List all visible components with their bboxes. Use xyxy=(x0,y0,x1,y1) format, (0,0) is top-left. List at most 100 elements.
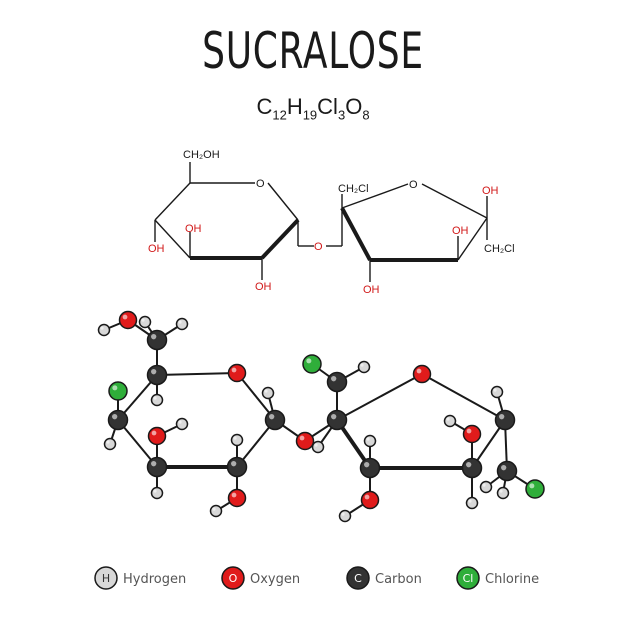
carbon-atom xyxy=(359,457,381,479)
hydrogen-atom xyxy=(150,393,164,407)
atom-highlight xyxy=(314,443,318,447)
oxygen-atom xyxy=(227,363,247,383)
atom-highlight xyxy=(364,494,370,500)
atom-highlight xyxy=(360,363,364,367)
atom-highlight xyxy=(264,389,268,393)
carbon-atom xyxy=(494,409,516,431)
model-atoms xyxy=(97,310,545,523)
legend-swatch-hydrogen xyxy=(94,566,118,590)
atom-highlight xyxy=(151,461,157,467)
atom-highlight xyxy=(151,369,157,375)
formula-subscript: 3 xyxy=(337,107,346,123)
bond xyxy=(421,373,506,421)
formula-element: O xyxy=(345,94,363,119)
atom-highlight xyxy=(233,436,237,440)
atom-highlight xyxy=(446,417,450,421)
label-oh-right-top: OH xyxy=(482,185,499,197)
atom-highlight xyxy=(231,461,237,467)
hydrogen-atom xyxy=(175,417,189,431)
atom-highlight xyxy=(306,358,312,364)
formula-element: C xyxy=(256,94,273,119)
carbon-atom xyxy=(461,457,483,479)
chlorine-atom xyxy=(302,354,322,374)
atom-highlight xyxy=(178,420,182,424)
atom-highlight xyxy=(112,414,118,420)
legend-label-chlorine: Chlorine xyxy=(485,572,539,587)
atom-highlight xyxy=(501,465,507,471)
chlorine-atom xyxy=(525,479,545,499)
legend-swatch-carbon xyxy=(346,566,370,590)
atom-highlight xyxy=(141,318,145,322)
carbon-atom xyxy=(326,409,348,431)
label-oh-right-mid: OH xyxy=(452,225,469,237)
oxygen-atom xyxy=(360,490,380,510)
legend-swatch-chlorine xyxy=(456,566,480,590)
label-oh-bottom-left: OH xyxy=(255,281,272,293)
hydrogen-atom xyxy=(311,440,325,454)
atom-highlight xyxy=(499,489,503,493)
carbon-atom xyxy=(146,364,168,386)
legend-label-oxygen: Oxygen xyxy=(250,572,300,587)
hydrogen-atom xyxy=(443,414,457,428)
formula-subscript: 19 xyxy=(302,107,318,123)
label-ring-oxygen-right: O xyxy=(409,179,418,191)
hydrogen-atom xyxy=(103,437,117,451)
hydrogen-atom xyxy=(363,434,377,448)
hydrogen-atom xyxy=(230,433,244,447)
label-oh-mid: OH xyxy=(185,223,202,235)
atom-highlight xyxy=(331,376,337,382)
atom-highlight xyxy=(153,396,157,400)
carbon-atom xyxy=(146,456,168,478)
hydrogen-atom xyxy=(357,360,371,374)
label-bridge-oxygen: O xyxy=(314,241,323,253)
legend-label-carbon: Carbon xyxy=(375,572,422,587)
atom-highlight xyxy=(466,428,472,434)
hydrogen-atom xyxy=(150,486,164,500)
carbon-atom xyxy=(226,456,248,478)
legend-symbol: Cl xyxy=(463,572,474,585)
atom-highlight xyxy=(493,388,497,392)
label-ch2cl-right: CH₂Cl xyxy=(484,243,515,255)
molecule-title: SUCRALOSE xyxy=(202,22,424,80)
hydrogen-atom xyxy=(97,323,111,337)
atom-highlight xyxy=(416,368,422,374)
carbon-atom xyxy=(326,371,348,393)
atom-highlight xyxy=(366,437,370,441)
formula-element: H xyxy=(286,94,303,119)
hydrogen-atom xyxy=(209,504,223,518)
ball-and-stick-model xyxy=(97,310,545,523)
atom-highlight xyxy=(269,414,275,420)
hydrogen-atom xyxy=(175,317,189,331)
hydrogen-atom xyxy=(465,496,479,510)
atom-highlight xyxy=(331,414,337,420)
atom-highlight xyxy=(151,430,157,436)
hydrogen-atom xyxy=(490,385,504,399)
atom-highlight xyxy=(231,367,237,373)
atom-highlight xyxy=(153,489,157,493)
atom-highlight xyxy=(468,499,472,503)
carbon-atom xyxy=(496,460,518,482)
molecular-formula: C12H19Cl3O8 xyxy=(0,94,626,122)
label-ch2oh: CH₂OH xyxy=(183,149,220,161)
atom-highlight xyxy=(231,492,237,498)
hydrogen-atom xyxy=(261,386,275,400)
atom-highlight xyxy=(112,385,118,391)
atom-highlight xyxy=(364,462,370,468)
atom-highlight xyxy=(529,483,535,489)
oxygen-atom xyxy=(295,431,315,451)
atom-highlight xyxy=(100,326,104,330)
bond xyxy=(156,372,238,376)
legend-symbol: H xyxy=(102,572,110,585)
atom-highlight xyxy=(178,320,182,324)
legend-swatch-oxygen xyxy=(221,566,245,590)
atom-highlight xyxy=(341,512,345,516)
hydrogen-atom xyxy=(479,480,493,494)
label-oh-left: OH xyxy=(148,243,165,255)
atom-highlight xyxy=(482,483,486,487)
skeletal-labels: CH₂OH O OH OH OH O CH₂Cl O OH OH CH₂Cl O… xyxy=(148,149,515,296)
oxygen-atom xyxy=(147,426,167,446)
carbon-atom xyxy=(264,409,286,431)
atom-highlight xyxy=(466,462,472,468)
label-oh-bottom-right: OH xyxy=(363,284,380,296)
